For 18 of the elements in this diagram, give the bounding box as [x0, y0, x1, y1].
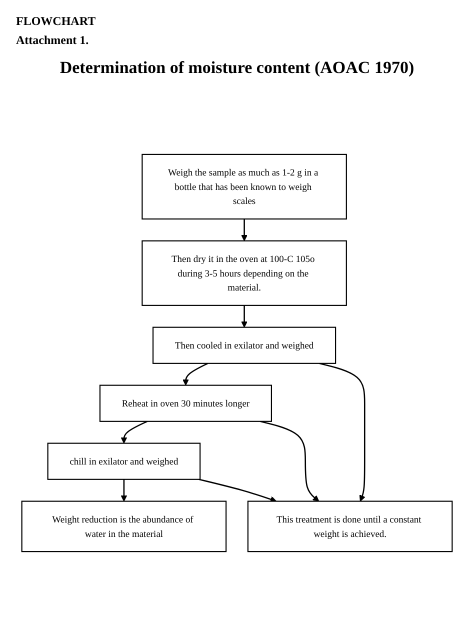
arrow — [260, 420, 320, 502]
diagram-title: Determination of moisture content (AOAC 1970) — [60, 58, 414, 78]
heading-label: Attachment 1. — [16, 33, 90, 48]
arrow — [241, 218, 248, 242]
node-box: Weight reduction is the abundance of water in the material — [21, 500, 227, 552]
arrow — [120, 420, 148, 444]
arrow — [319, 362, 366, 502]
heading-label: FLOWCHART — [16, 14, 97, 29]
node-box: chill in exilator and weighed — [47, 442, 201, 480]
arrow — [198, 478, 277, 502]
node-box: Weigh the sample as much as 1-2 g in a bottle that has been known to weigh scales — [142, 154, 347, 220]
node-box: This treatment is done until a constant weight is achieved. — [247, 500, 453, 552]
arrow — [241, 305, 248, 328]
node-box: Then dry it in the oven at 100-C 105o during 3-5 hours depending on the material. — [142, 240, 347, 306]
arrow — [182, 362, 208, 386]
arrow — [120, 479, 128, 502]
node-box: Then cooled in exilator and weighed — [152, 326, 336, 364]
node-box: Reheat in oven 30 minutes longer — [99, 384, 272, 422]
